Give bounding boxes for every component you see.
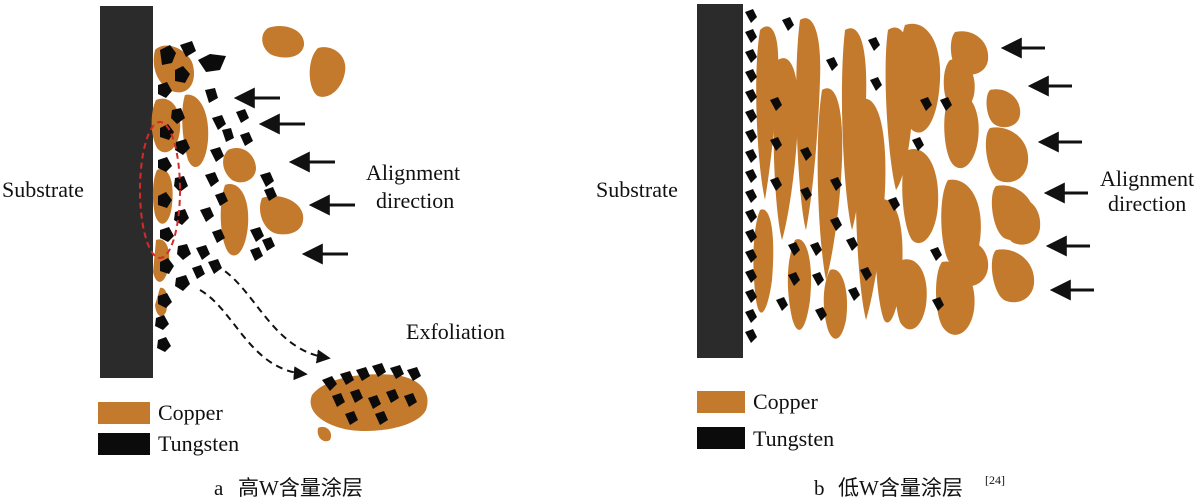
legend-copper-label: Copper: [158, 400, 223, 425]
tungsten-particles: [155, 41, 277, 352]
substrate-block: [697, 4, 743, 358]
exfoliation-label: Exfoliation: [406, 319, 505, 344]
caption-b-reference: [24]: [985, 473, 1005, 487]
alignment-arrows: [233, 87, 355, 265]
legend-tungsten-swatch: [98, 433, 150, 455]
caption-a-letter: a: [214, 476, 224, 500]
caption-b-letter: b: [814, 476, 825, 500]
substrate-block: [100, 6, 153, 378]
legend-tungsten-swatch: [697, 427, 745, 449]
alignment-label-line1: Alignment: [366, 160, 460, 185]
legend-copper-swatch: [98, 402, 150, 424]
copper-particles: [753, 18, 1041, 339]
legend-copper-label: Copper: [753, 389, 818, 414]
substrate-label: Substrate: [596, 177, 678, 202]
alignment-label-line2: direction: [1108, 191, 1186, 216]
exfoliated-fragment: [310, 363, 428, 442]
alignment-label-line1: Alignment: [1100, 166, 1194, 191]
caption-b-text: 低W含量涂层: [838, 476, 963, 500]
exfoliation-arrows: [199, 264, 331, 381]
legend: Copper Tungsten: [98, 400, 239, 456]
panel-a: Substrate Alignment direction Exfoliatio…: [2, 6, 505, 500]
legend-tungsten-label: Tungsten: [753, 426, 834, 451]
legend-tungsten-label: Tungsten: [158, 431, 239, 456]
defect-highlight: [139, 121, 181, 259]
legend: Copper Tungsten: [697, 389, 834, 451]
caption-a-text: 高W含量涂层: [238, 476, 363, 500]
substrate-label: Substrate: [2, 177, 84, 202]
panel-b: Substrate Alignment direction Copper Tun…: [596, 4, 1194, 500]
alignment-arrows: [1000, 37, 1094, 301]
tungsten-particles: [745, 9, 952, 343]
alignment-label-line2: direction: [376, 188, 454, 213]
legend-copper-swatch: [697, 391, 745, 413]
